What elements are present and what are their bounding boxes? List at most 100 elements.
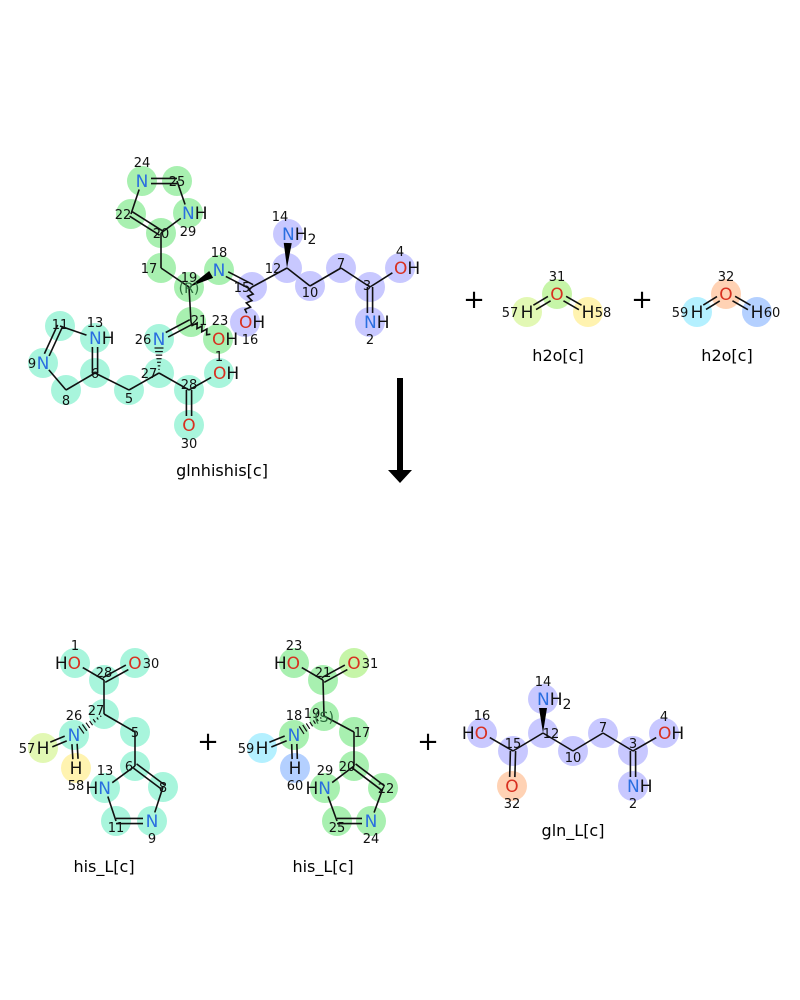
atom-highlight: [280, 753, 310, 783]
double-bond: [132, 767, 162, 790]
plus-sign: +: [631, 285, 653, 315]
hash-bond: [96, 717, 99, 720]
atom-index: 60: [287, 779, 304, 794]
atom-index: 9: [28, 357, 36, 372]
atom-symbol: O: [719, 285, 732, 305]
single-bond: [632, 736, 657, 752]
atom-highlight: [279, 648, 309, 678]
double-bond: [48, 326, 64, 357]
atom-index: 17: [354, 726, 371, 741]
atom-highlight: [28, 348, 58, 378]
atom-index: 10: [302, 286, 319, 301]
atom-index: 1: [215, 350, 223, 365]
atom-symbol: NH: [627, 777, 653, 797]
double-bond: [225, 275, 252, 291]
atom-symbol: HO: [462, 724, 488, 744]
bonds: [43, 177, 393, 416]
atom-index: 8: [62, 394, 70, 409]
atom-highlight: [279, 720, 309, 750]
single-bond: [111, 765, 136, 784]
hash-bond: [312, 720, 316, 725]
atom-highlight: [467, 718, 497, 748]
single-bond: [82, 666, 105, 681]
atom-index: 27: [88, 704, 105, 719]
atom-symbol: OH: [394, 259, 420, 279]
double-bond: [705, 300, 721, 311]
atom-index: 3: [363, 279, 371, 294]
molecule-name: glnhishis[c]: [176, 461, 268, 480]
single-bond: [103, 713, 136, 733]
atom-symbol: N: [37, 354, 50, 374]
single-bond: [322, 679, 325, 717]
atom-highlight: [127, 166, 157, 196]
atom-highlight: [230, 307, 260, 337]
bonds: [269, 664, 386, 825]
atom-highlights: [28, 166, 415, 440]
atom-symbol: H: [582, 303, 595, 323]
double-bond: [131, 211, 163, 232]
atom-highlight: [649, 718, 679, 748]
atom-highlight: [174, 410, 204, 440]
hash-bond: [99, 715, 102, 718]
double-bond: [535, 300, 552, 311]
atom-symbol: NH2: [282, 225, 316, 248]
double-bond: [76, 743, 79, 759]
atom-index: 18: [286, 709, 303, 724]
atom-index: 20: [339, 760, 356, 775]
atom-index: 4: [660, 710, 668, 725]
atom-index: 30: [143, 657, 160, 672]
atom-symbol: NH2: [537, 690, 571, 713]
reaction-arrow: [388, 378, 412, 483]
double-bond: [351, 767, 382, 791]
hash-bond: [298, 726, 305, 735]
atom-symbol: H: [256, 739, 269, 759]
single-bond: [188, 376, 212, 391]
single-bond: [176, 180, 186, 205]
atom-symbol: O: [128, 654, 141, 674]
atom-highlight: [204, 358, 234, 388]
atom-symbol: N: [68, 726, 81, 746]
single-bond: [309, 267, 342, 287]
atom-symbol: N: [288, 726, 301, 746]
atom-symbol: N: [136, 172, 149, 192]
double-bond: [565, 295, 582, 306]
hash-bond: [319, 717, 322, 719]
atom-symbol: H: [691, 303, 704, 323]
single-bond: [369, 272, 393, 288]
atom-symbol: NH: [182, 204, 208, 224]
double-bond: [563, 300, 580, 311]
atom-index: 23: [212, 314, 229, 329]
atom-highlight: [528, 684, 558, 714]
atom-index: 60: [764, 306, 781, 321]
atom-symbol: H: [70, 759, 83, 779]
single-bond: [130, 189, 140, 215]
atom-highlight: [385, 253, 415, 283]
single-bond: [373, 787, 384, 813]
stereo-descriptor: (R): [179, 281, 200, 297]
wedge-bond: [539, 708, 547, 733]
atom-highlight: [137, 806, 167, 836]
atom-highlight: [173, 198, 203, 228]
double-bond: [508, 750, 512, 777]
single-bond: [340, 267, 371, 288]
single-bond: [327, 796, 338, 822]
atom-index: 13: [97, 764, 114, 779]
single-bond: [323, 715, 355, 733]
atom-symbol: HN: [305, 779, 331, 799]
atom-highlight: [497, 771, 527, 801]
double-bond: [227, 271, 254, 286]
atom-symbol: HN: [85, 779, 111, 799]
hash-bond: [85, 722, 91, 729]
molecule-glnhishis-c: N2425NH2920221719(R)N1821OH23N26NH214121…: [28, 156, 420, 480]
single-bond: [542, 732, 574, 752]
atom-symbol: O: [550, 285, 563, 305]
atom-index: 29: [180, 225, 197, 240]
single-bond: [251, 267, 288, 288]
atom-highlight: [247, 733, 277, 763]
bonds: [532, 295, 582, 311]
single-bond: [59, 325, 87, 336]
